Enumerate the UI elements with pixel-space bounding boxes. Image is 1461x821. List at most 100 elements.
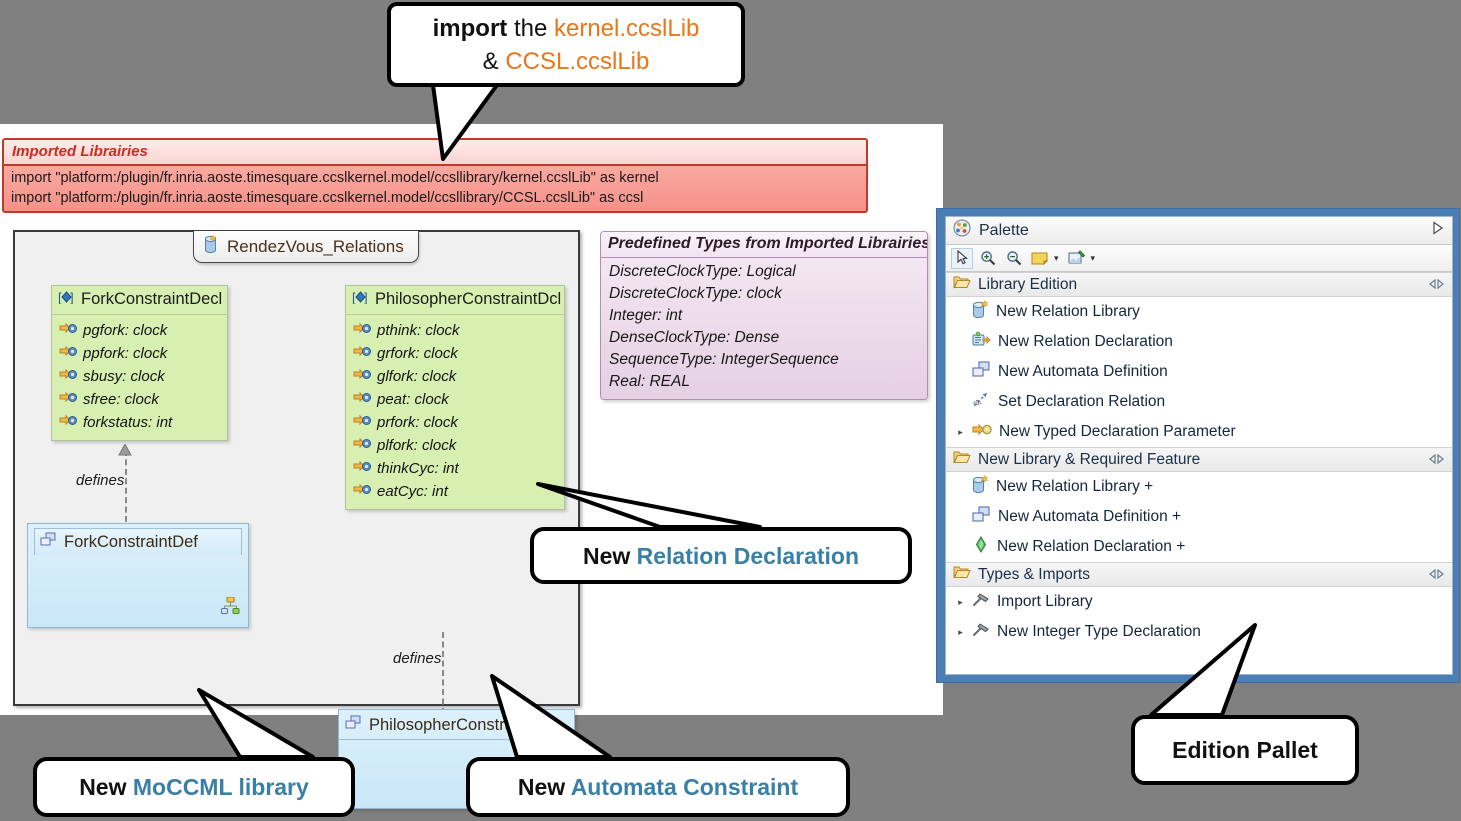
- group-label: Library Edition: [978, 275, 1078, 293]
- class-box-fork-constraint-decl[interactable]: [ ] ForkConstraintDecl pgfork: clock ppf…: [51, 285, 228, 441]
- class-name: ForkConstraintDef: [64, 532, 198, 551]
- editor-panel: Imported Librairies import "platform:/pl…: [0, 124, 943, 809]
- expand-arrow-icon[interactable]: ▸: [958, 626, 963, 637]
- callout-import-text: import the kernel.ccslLib & CCSL.ccslLib: [417, 6, 716, 84]
- open-folder-icon: [953, 565, 971, 584]
- automata-definition-icon: [40, 532, 57, 552]
- chevron-down-icon[interactable]: ▾: [1090, 252, 1096, 263]
- collapse-icon[interactable]: [1429, 278, 1444, 292]
- note-icon[interactable]: [1029, 248, 1051, 269]
- attribute-row: thinkCyc: int: [346, 457, 564, 480]
- parameter-icon: [353, 322, 371, 340]
- attribute-row: plfork: clock: [346, 434, 564, 457]
- palette-titlebar: Palette: [946, 217, 1452, 245]
- parameter-icon: [353, 368, 371, 386]
- chevron-down-icon[interactable]: ▾: [1054, 252, 1059, 263]
- imported-libraries-note[interactable]: Imported Librairies import "platform:/pl…: [2, 138, 868, 213]
- attribute-text: ppfork: clock: [83, 345, 168, 362]
- class-name: PhilosopherConstraintDcl: [375, 290, 562, 308]
- attribute-row: pgfork: clock: [52, 319, 227, 342]
- palette-item-import-library[interactable]: ▸ Import Library: [946, 587, 1452, 617]
- zoom-out-icon[interactable]: [1003, 248, 1025, 269]
- class-box-fork-constraint-def[interactable]: ForkConstraintDef: [27, 523, 249, 628]
- callout-import-accent2: CCSL.ccslLib: [505, 47, 650, 75]
- parameter-icon: [353, 414, 371, 432]
- item-label: New Automata Definition +: [998, 508, 1182, 525]
- attribute-row: sbusy: clock: [52, 365, 227, 388]
- select-arrow-icon[interactable]: [951, 247, 973, 269]
- expand-arrow-icon[interactable]: ▸: [958, 596, 963, 607]
- predefined-type-line: SequenceType: IntegerSequence: [609, 351, 839, 368]
- parameter-icon: [59, 391, 77, 409]
- automata-definition-icon: [972, 506, 991, 528]
- palette-item-new-relation-library-plus[interactable]: ▸ New Relation Library +: [946, 472, 1452, 502]
- predefined-type-line: Integer: int: [609, 307, 683, 324]
- palette-group-library-edition[interactable]: Library Edition: [946, 272, 1452, 297]
- open-folder-icon: [953, 450, 971, 469]
- attribute-text: eatCyc: int: [377, 483, 448, 500]
- class-box-philosopher-constraint-dcl[interactable]: [ ] PhilosopherConstraintDcl pthink: clo…: [345, 285, 565, 510]
- palette-group-types-imports[interactable]: Types & Imports: [946, 562, 1452, 587]
- palette-item-new-relation-library[interactable]: ▸ New Relation Library: [946, 297, 1452, 327]
- palette-empty-area: [946, 647, 1452, 674]
- attribute-row: eatCyc: int: [346, 480, 564, 503]
- attribute-row: glfork: clock: [346, 365, 564, 388]
- class-box-header: [ ] ForkConstraintDecl: [52, 286, 227, 315]
- predefined-types-note[interactable]: Predefined Types from Imported Librairie…: [600, 231, 928, 400]
- palette-item-new-integer-type-declaration[interactable]: ▸ New Integer Type Declaration: [946, 617, 1452, 647]
- callout-import-accent1: kernel.ccslLib: [553, 14, 700, 42]
- palette-item-new-relation-declaration[interactable]: ▸ New Relation Declaration: [946, 327, 1452, 357]
- triangle-right-icon[interactable]: [1431, 221, 1444, 240]
- attribute-text: glfork: clock: [377, 368, 457, 385]
- palette-item-new-relation-declaration-plus[interactable]: ▸ New Relation Declaration +: [946, 532, 1452, 562]
- svg-text:‹0›: ‹0›: [973, 400, 982, 407]
- class-box-header: PhilosopherConstraintDef: [339, 710, 574, 740]
- item-label: New Typed Declaration Parameter: [999, 423, 1236, 440]
- predefined-type-line: DiscreteClockType: clock: [609, 285, 782, 302]
- class-box-header: [ ] PhilosopherConstraintDcl: [346, 286, 564, 315]
- parameter-icon: [353, 391, 371, 409]
- attribute-text: forkstatus: int: [83, 414, 173, 431]
- palette-inner: Palette: [945, 216, 1453, 675]
- relation-library-icon: [972, 475, 989, 499]
- collapse-icon[interactable]: [1429, 568, 1444, 582]
- defines-link-philosopher: [440, 632, 444, 714]
- class-box-header: ForkConstraintDef: [34, 528, 242, 555]
- callout-import-bold: import: [432, 14, 508, 42]
- expand-arrow-icon[interactable]: ▸: [958, 426, 963, 437]
- hammer-icon: [972, 592, 990, 613]
- attribute-text: plfork: clock: [377, 437, 457, 454]
- diagram-tab-label: RendezVous_Relations: [227, 237, 404, 256]
- hammer-icon: [972, 622, 990, 643]
- palette-title: Palette: [979, 221, 1029, 239]
- zoom-in-icon[interactable]: [977, 248, 999, 269]
- attribute-list: pthink: clock grfork: clock glfork: cloc…: [346, 315, 564, 509]
- parameter-icon: [353, 437, 371, 455]
- callout-relation-declaration: New Relation Declaration: [530, 527, 912, 584]
- attribute-text: prfork: clock: [377, 414, 458, 431]
- attribute-text: grfork: clock: [377, 345, 458, 362]
- palette-item-new-automata-definition[interactable]: ▸ New Automata Definition: [946, 357, 1452, 387]
- relation-declaration-icon: [972, 331, 991, 353]
- svg-text:]: ]: [70, 290, 74, 304]
- palette-item-new-automata-definition-plus[interactable]: ▸ New Automata Definition +: [946, 502, 1452, 532]
- parameter-icon: [353, 483, 371, 501]
- item-label: New Integer Type Declaration: [997, 623, 1201, 640]
- palette-item-set-declaration-relation[interactable]: ▸ ‹0› Set Declaration Relation: [946, 387, 1452, 417]
- parameter-icon: [59, 322, 77, 340]
- callout-accent: Relation Declaration: [636, 542, 860, 569]
- callout-moccml-library-text: New MoCCML library: [63, 766, 325, 808]
- open-folder-icon: [953, 275, 971, 294]
- note-attachment-icon[interactable]: [1066, 248, 1088, 269]
- imported-libraries-title: Imported Librairies: [4, 140, 866, 166]
- group-label: Types & Imports: [978, 565, 1090, 583]
- attribute-text: pgfork: clock: [83, 322, 168, 339]
- diagram-title-tab[interactable]: RendezVous_Relations: [193, 231, 419, 263]
- palette-group-new-library-required-feature[interactable]: New Library & Required Feature: [946, 447, 1452, 472]
- palette-item-new-typed-declaration-parameter[interactable]: ▸ New Typed Declaration Parameter: [946, 417, 1452, 447]
- diagram-canvas[interactable]: RendezVous_Relations [ ] ForkConstraintD…: [13, 230, 580, 809]
- collapse-icon[interactable]: [1429, 453, 1444, 467]
- palette-window: Palette: [936, 208, 1460, 683]
- relation-library-icon: [204, 234, 220, 259]
- svg-text:[: [: [352, 290, 356, 304]
